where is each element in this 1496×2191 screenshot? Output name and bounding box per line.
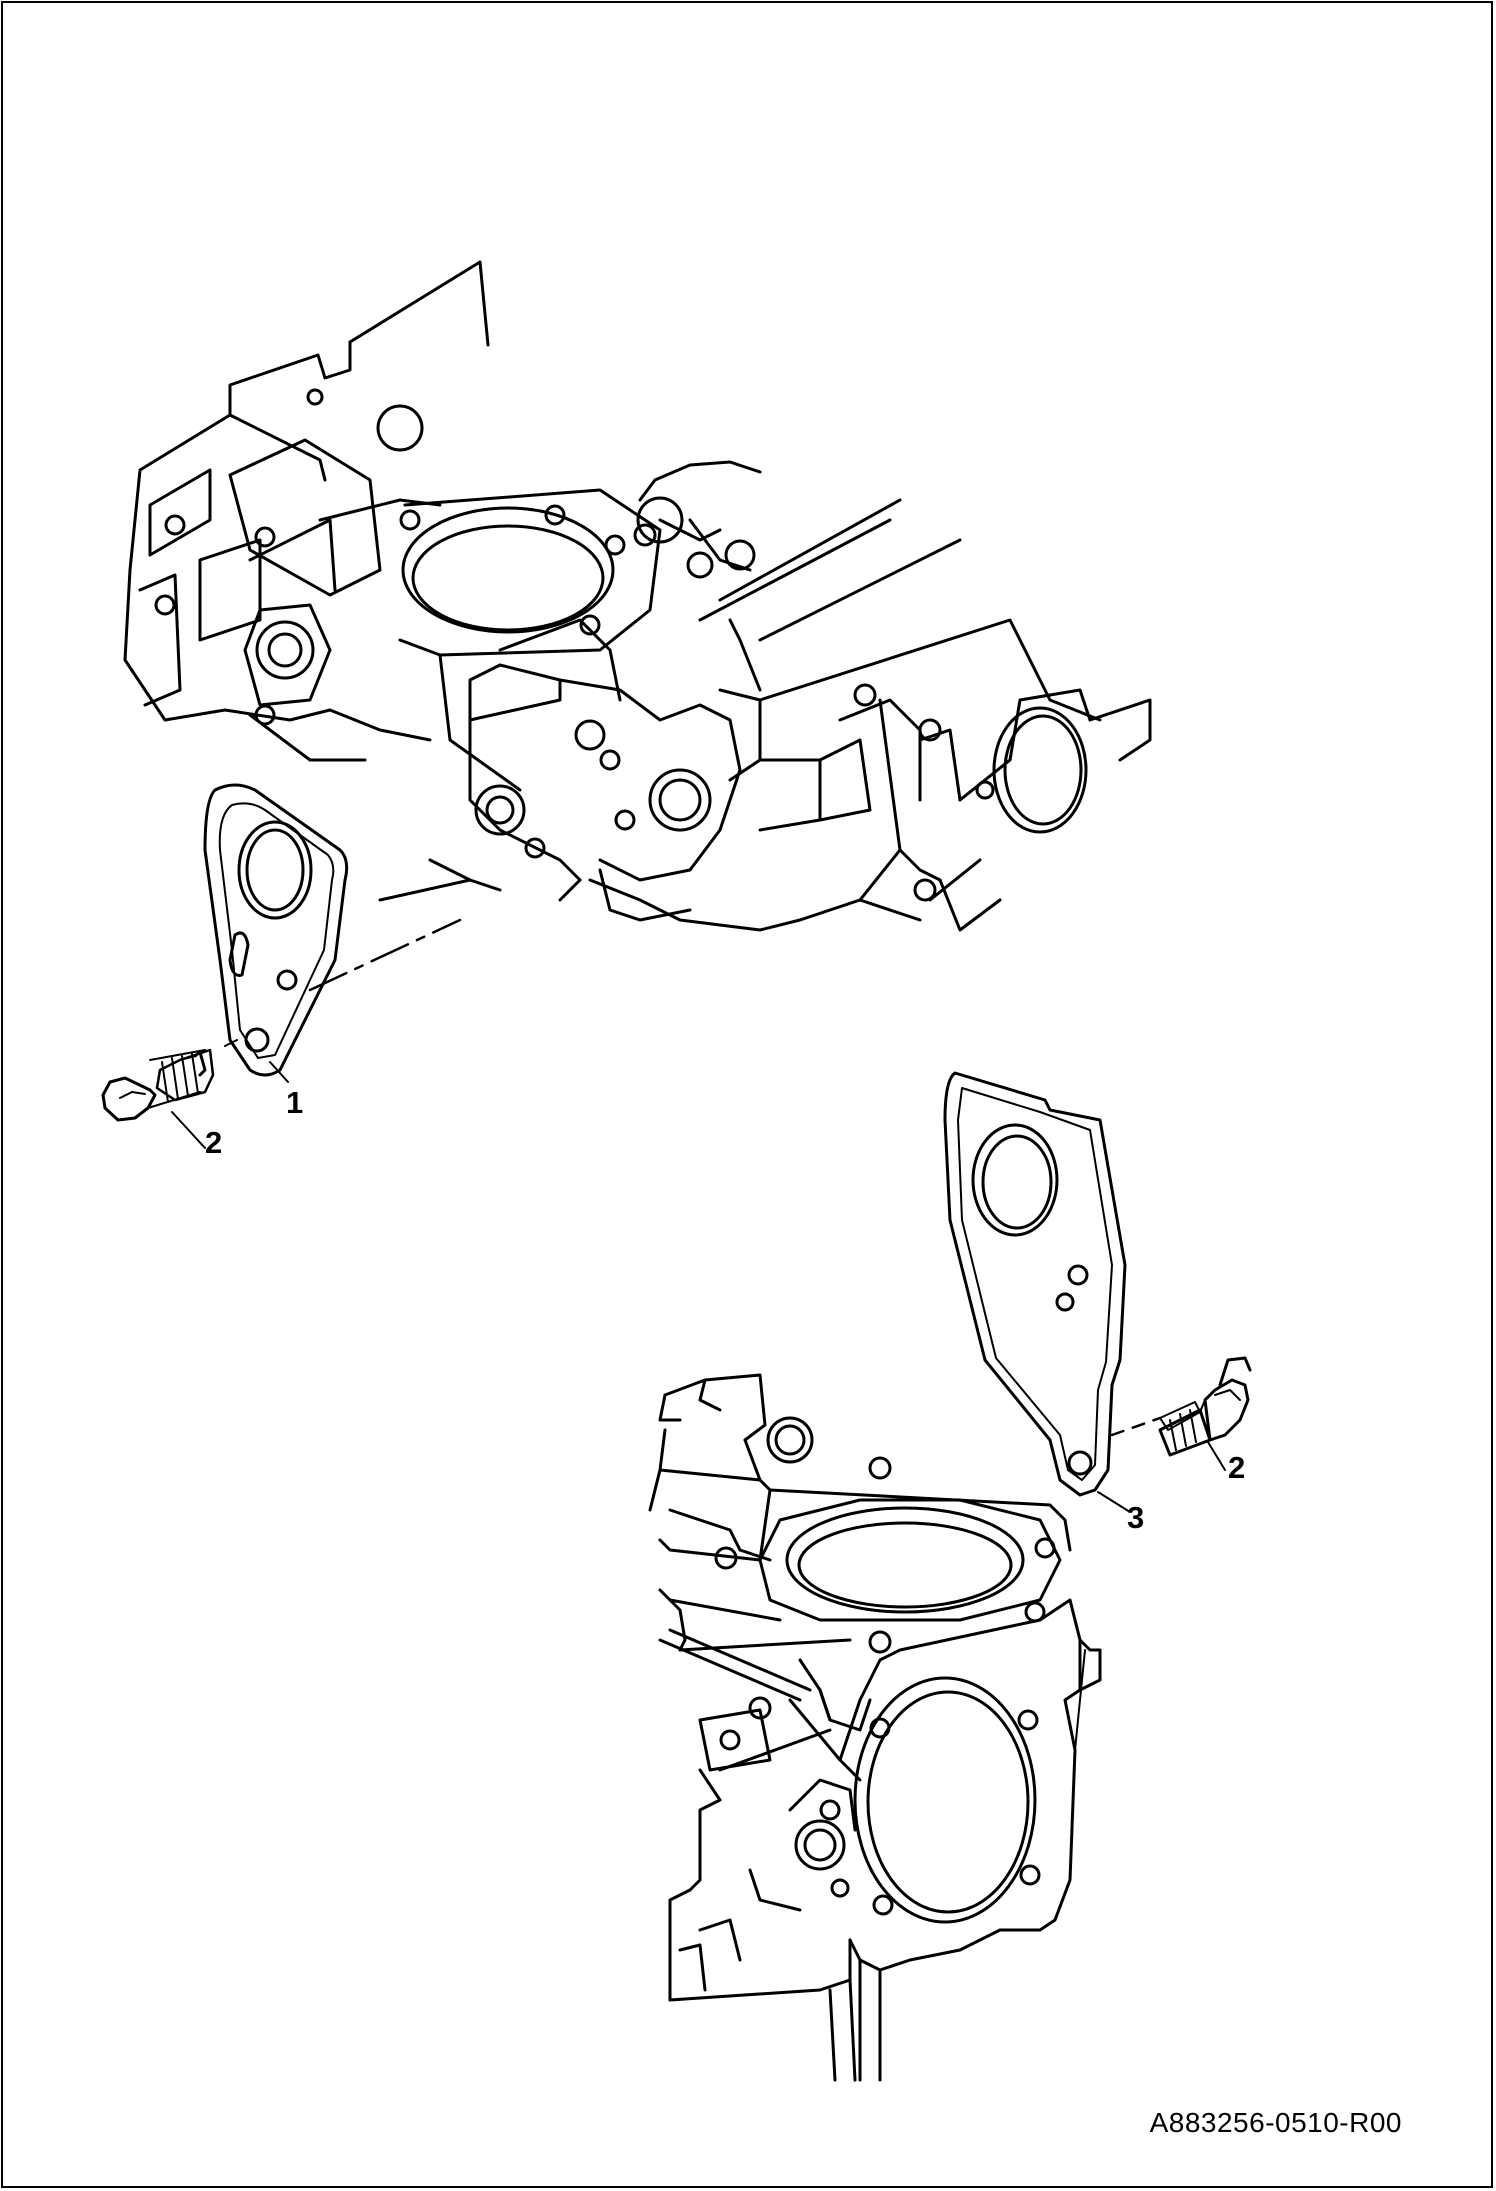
callout-1: 1 <box>286 1085 304 1120</box>
upper-engine-block <box>123 260 1152 932</box>
callout-2-right: 2 <box>1228 1450 1246 1485</box>
bracket-1-assembly <box>101 783 462 1149</box>
lower-engine-block <box>648 1373 1102 2082</box>
callout-3: 3 <box>1127 1500 1145 1535</box>
callout-2-left: 2 <box>205 1125 223 1160</box>
bracket-3-assembly <box>943 1071 1252 1513</box>
document-id: A883256-0510-R00 <box>1149 2107 1402 2138</box>
